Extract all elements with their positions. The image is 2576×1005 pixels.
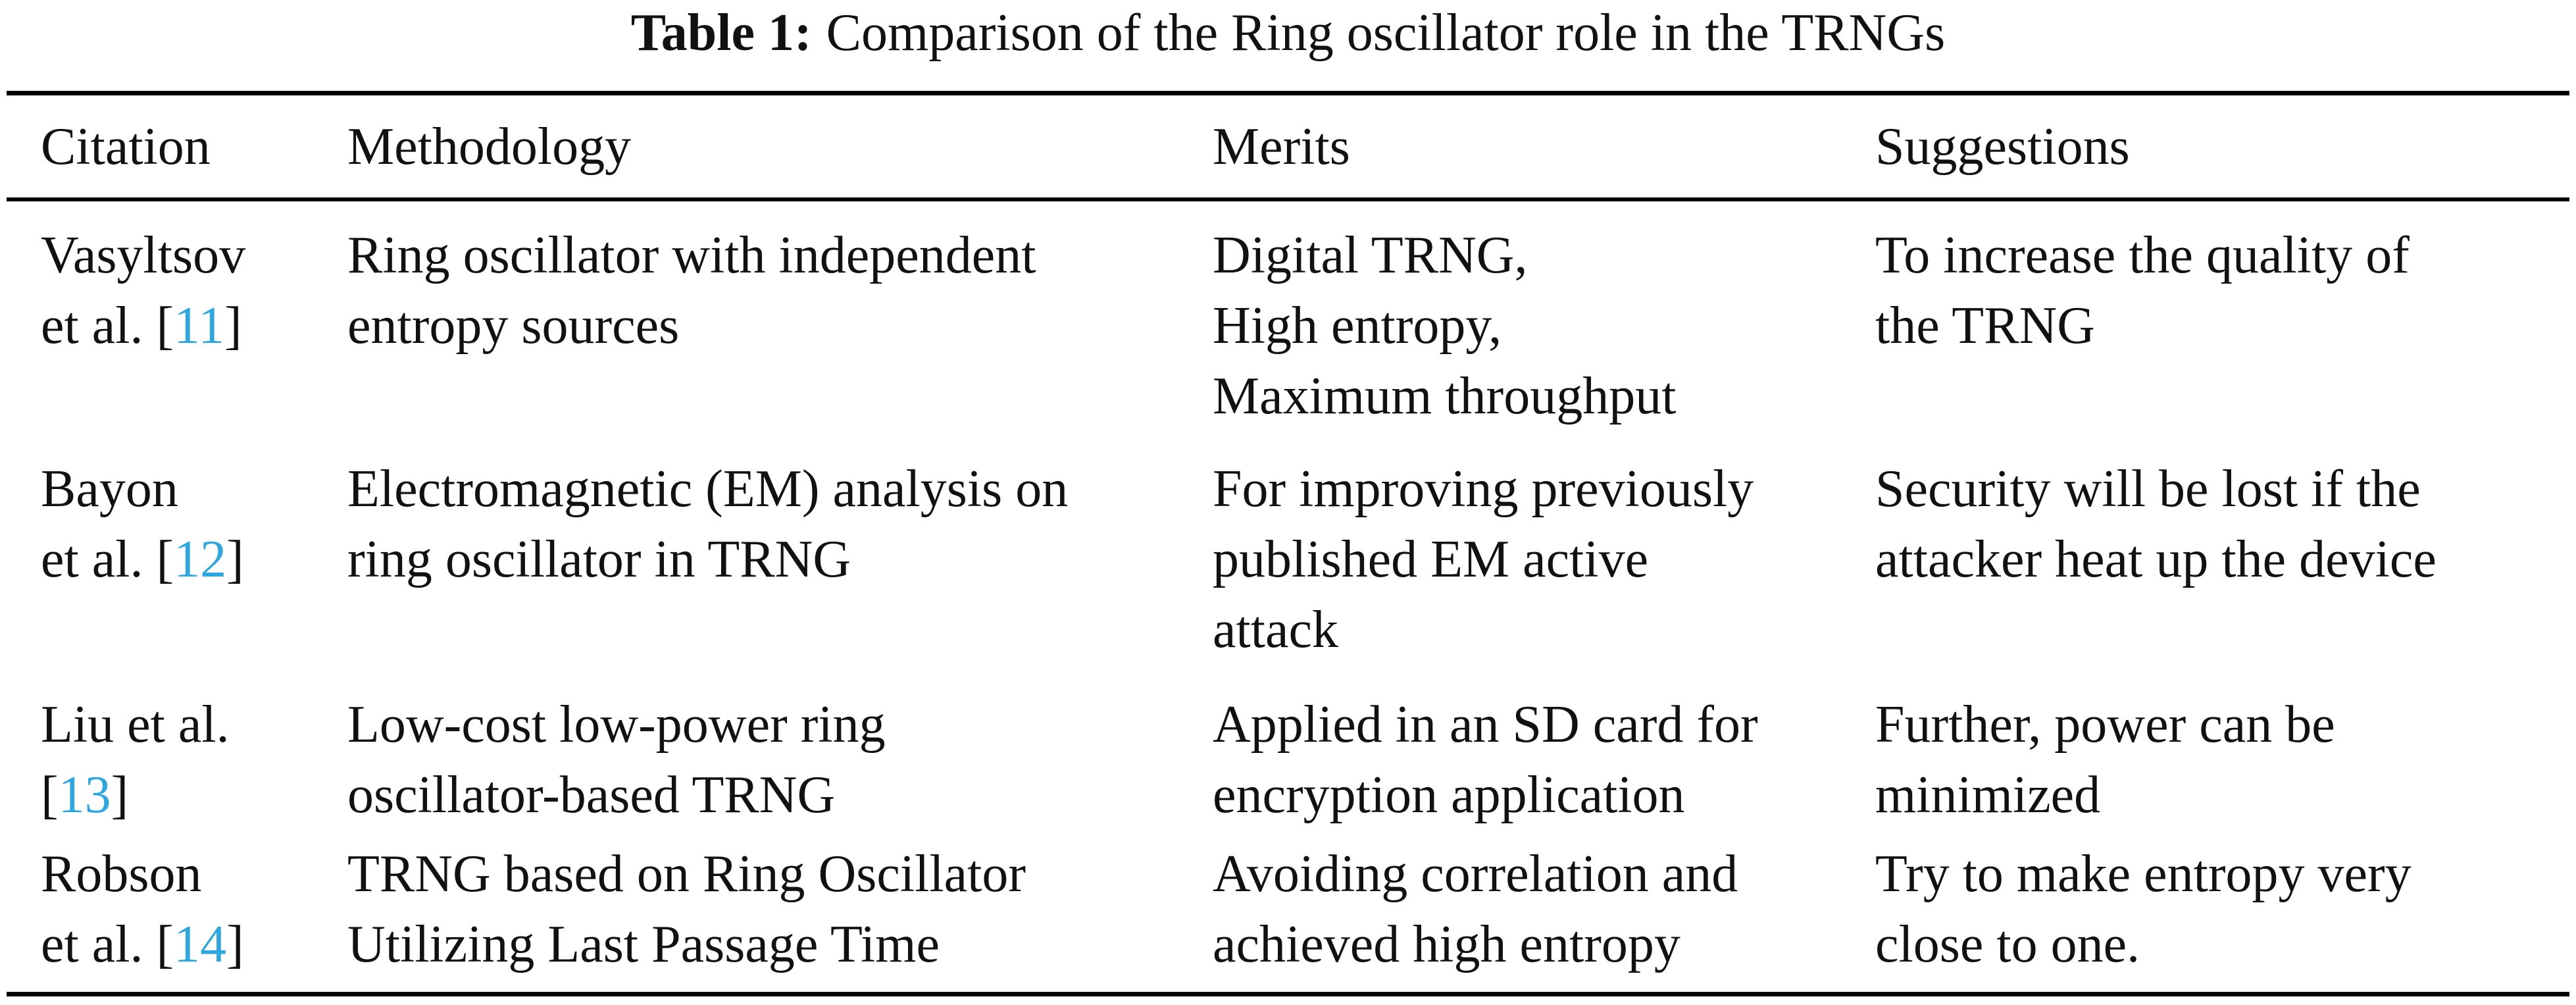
text-line: ring oscillator in TRNG bbox=[347, 530, 851, 588]
text-line: attack bbox=[1213, 601, 1338, 659]
text-line: Ring oscillator with independent bbox=[347, 226, 1036, 284]
text-line: Avoiding correlation and bbox=[1213, 845, 1738, 903]
cell-suggestions: To increase the quality of the TRNG bbox=[1875, 220, 2410, 361]
cell-citation: Bayon et al. [12] bbox=[41, 454, 244, 595]
text-line: Utilizing Last Passage Time bbox=[347, 915, 940, 973]
cell-citation: Vasyltsov et al. [11] bbox=[41, 220, 245, 361]
header-merits: Merits bbox=[1213, 118, 1350, 176]
cell-suggestions: Try to make entropy very close to one. bbox=[1875, 839, 2412, 980]
cell-methodology: TRNG based on Ring Oscillator Utilizing … bbox=[347, 839, 1026, 980]
author: Robson bbox=[41, 845, 202, 903]
text-line: Applied in an SD card for bbox=[1213, 696, 1758, 754]
cell-methodology: Low-cost low-power ring oscillator-based… bbox=[347, 690, 886, 831]
cell-suggestions: Security will be lost if the attacker he… bbox=[1875, 454, 2437, 595]
cell-suggestions: Further, power can be minimized bbox=[1875, 690, 2335, 831]
cell-methodology: Ring oscillator with independent entropy… bbox=[347, 220, 1036, 361]
text-line: minimized bbox=[1875, 766, 2101, 824]
top-rule bbox=[7, 91, 2569, 95]
text-line: published EM active bbox=[1213, 530, 1649, 588]
header-rule bbox=[7, 197, 2569, 201]
et-al: et al. [ bbox=[41, 297, 174, 355]
text-line: Try to make entropy very bbox=[1875, 845, 2412, 903]
author: Bayon bbox=[41, 460, 178, 518]
et-al: et al. [ bbox=[41, 915, 174, 973]
table-caption: Table 1:Comparison of the Ring oscillato… bbox=[0, 0, 2576, 66]
text-line: Digital TRNG, bbox=[1213, 226, 1528, 284]
caption-text: Comparison of the Ring oscillator role i… bbox=[826, 4, 1946, 62]
cell-methodology: Electromagnetic (EM) analysis on ring os… bbox=[347, 454, 1068, 595]
author: Vasyltsov bbox=[41, 226, 246, 284]
text-line: Maximum throughput bbox=[1213, 367, 1677, 425]
text-line: oscillator-based TRNG bbox=[347, 766, 836, 824]
text-line: Electromagnetic (EM) analysis on bbox=[347, 460, 1069, 518]
citation-link[interactable]: 12 bbox=[174, 530, 227, 588]
text-line: the TRNG bbox=[1875, 297, 2096, 355]
citation-link[interactable]: 11 bbox=[174, 297, 225, 355]
text-line: close to one. bbox=[1875, 915, 2140, 973]
bracket: [ bbox=[41, 766, 59, 824]
cell-merits: For improving previously published EM ac… bbox=[1213, 454, 1754, 665]
bracket: ] bbox=[111, 766, 129, 824]
bracket: ] bbox=[224, 297, 242, 355]
header-citation: Citation bbox=[41, 118, 211, 176]
text-line: achieved high entropy bbox=[1213, 915, 1680, 973]
bracket: ] bbox=[226, 915, 244, 973]
cell-citation: Robson et al. [14] bbox=[41, 839, 244, 980]
cell-merits: Digital TRNG, High entropy, Maximum thro… bbox=[1213, 220, 1676, 432]
cell-merits: Applied in an SD card for encryption app… bbox=[1213, 690, 1758, 831]
table-label: Table 1: bbox=[630, 4, 812, 62]
cell-merits: Avoiding correlation and achieved high e… bbox=[1213, 839, 1738, 980]
author: Liu et al. bbox=[41, 696, 230, 754]
et-al: et al. [ bbox=[41, 530, 174, 588]
text-line: Further, power can be bbox=[1875, 696, 2335, 754]
header-methodology: Methodology bbox=[347, 118, 632, 176]
text-line: Low-cost low-power ring bbox=[347, 696, 886, 754]
text-line: TRNG based on Ring Oscillator bbox=[347, 845, 1026, 903]
text-line: Security will be lost if the bbox=[1875, 460, 2421, 518]
text-line: For improving previously bbox=[1213, 460, 1754, 518]
header-suggestions: Suggestions bbox=[1875, 118, 2130, 176]
citation-link[interactable]: 14 bbox=[174, 915, 227, 973]
cell-citation: Liu et al. [13] bbox=[41, 690, 230, 831]
text-line: entropy sources bbox=[347, 297, 680, 355]
text-line: High entropy, bbox=[1213, 297, 1502, 355]
bottom-rule bbox=[7, 992, 2569, 996]
text-line: encryption application bbox=[1213, 766, 1685, 824]
citation-link[interactable]: 13 bbox=[58, 766, 111, 824]
text-line: To increase the quality of bbox=[1875, 226, 2410, 284]
text-line: attacker heat up the device bbox=[1875, 530, 2437, 588]
bracket: ] bbox=[226, 530, 244, 588]
